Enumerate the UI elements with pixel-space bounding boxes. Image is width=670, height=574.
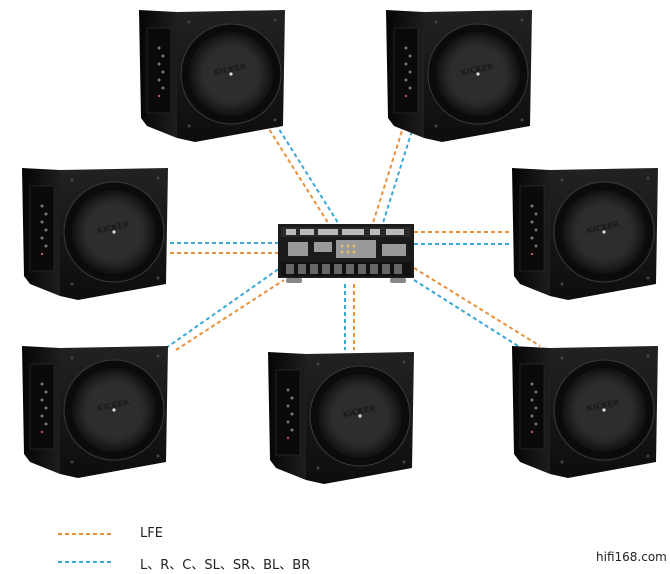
lfe-line-bottom-right [413,267,541,347]
subwoofer-top-left [138,9,286,143]
lfe-line-top-left [261,117,331,227]
lfe-line-top-right [371,117,407,227]
main-line-bottom-left [165,267,281,349]
lfe-line-bottom-left [175,279,285,351]
main-line-top-right [381,117,417,227]
legend-label-lfe: LFE [140,526,163,541]
subwoofer-mid-right [511,167,659,301]
main-line-bottom-right [413,279,519,347]
subwoofer-mid-left [21,167,169,301]
main-line-top-left [271,117,341,227]
connection-lines [165,117,541,351]
subwoofer-bottom-left [21,345,169,479]
legend-label-main-channels: L、R、C、SL、SR、BL、BR [140,558,311,573]
subwoofer-bottom-right [511,345,659,479]
subwoofer-top-right [385,9,533,143]
av-receiver [278,224,414,283]
watermark: hifi168.com [596,550,667,564]
subwoofer-bottom-center [267,351,415,485]
